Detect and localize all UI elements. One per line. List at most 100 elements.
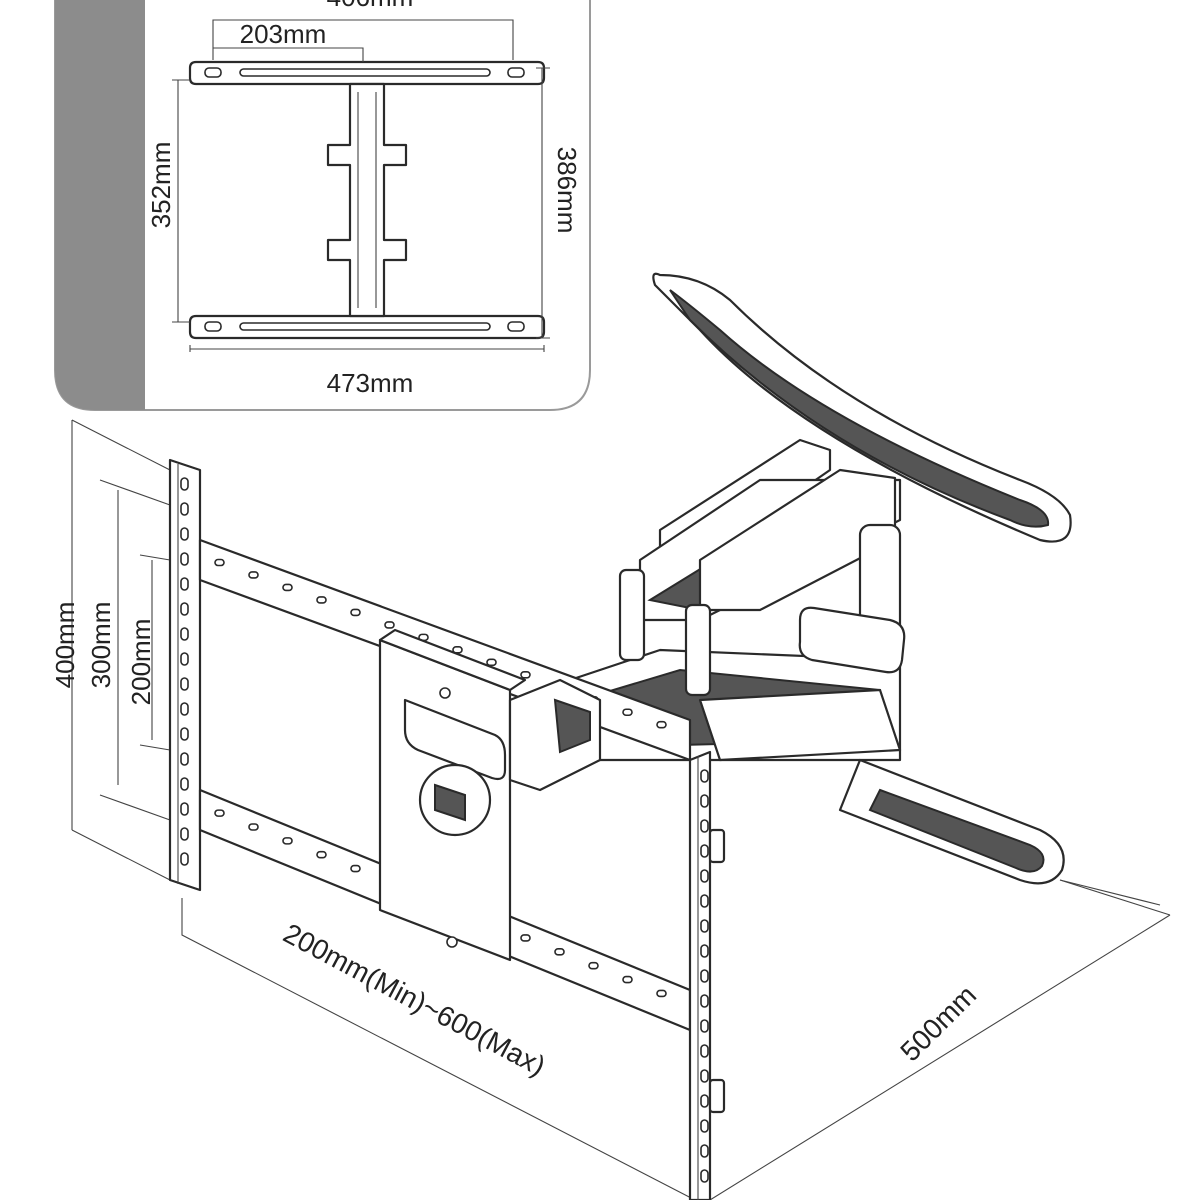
mounting-hole: [248, 571, 259, 579]
dim-203-label: 203mm: [240, 19, 327, 49]
wall-plate-inset: 406mm 203mm 352mm 386mm 473mm: [54, 0, 591, 411]
dim-line-depth: [709, 879, 1171, 1200]
slot: [507, 67, 525, 78]
mounting-hole: [350, 864, 361, 873]
mounting-hole: [656, 989, 667, 998]
dim-406-label: 406mm: [327, 0, 414, 12]
mounting-hole: [700, 869, 709, 883]
center-plate: [378, 628, 527, 962]
mounting-hole: [700, 1069, 709, 1083]
swing-arms: [538, 438, 1065, 885]
mounting-hole: [700, 1019, 709, 1033]
mounting-hole: [214, 809, 225, 817]
right-rail-body: [688, 750, 712, 1200]
mounting-hole: [180, 777, 189, 791]
mounting-hole: [700, 1044, 709, 1058]
dim-400-label: 400mm: [50, 602, 80, 689]
left-rail-body: [168, 458, 202, 892]
slot: [239, 68, 491, 77]
mounting-hole: [700, 819, 709, 833]
dim-line-width: [181, 898, 696, 1200]
center-plate-top: [378, 628, 527, 692]
lower-pad-shadow: [868, 788, 1045, 873]
dim-line-200: [139, 554, 171, 751]
mounting-hole: [700, 1144, 709, 1158]
mounting-hole: [700, 919, 709, 933]
mounting-hole: [180, 627, 189, 641]
mounting-hole: [180, 527, 189, 541]
dim-line-386: [536, 67, 550, 339]
mounting-hole: [248, 823, 259, 831]
mounting-hole: [180, 727, 189, 741]
lower-arm-front: [698, 688, 902, 762]
wall-band: [55, 0, 145, 410]
mounting-hole: [700, 794, 709, 808]
mount-perspective: 400mm 300mm 200mm 200mm(Min)~600(Max) 50…: [50, 272, 1171, 1200]
mounting-hole: [180, 552, 189, 566]
mounting-hole: [700, 1169, 709, 1183]
mounting-hole: [700, 944, 709, 958]
mounting-hole: [180, 602, 189, 616]
arm-connector-shadow: [553, 698, 591, 754]
dim-line-406: [212, 19, 514, 60]
mounting-hole: [486, 658, 497, 667]
dim-352-label: 352mm: [146, 142, 176, 229]
mounting-hole: [554, 948, 565, 956]
left-vertical-rail: [168, 458, 202, 892]
mounting-hole: [180, 502, 189, 516]
dim-300-label: 300mm: [86, 602, 116, 689]
mounting-hole: [520, 934, 531, 942]
mounting-hole: [588, 961, 599, 970]
mounting-hole: [180, 477, 189, 491]
mounting-hole: [180, 802, 189, 816]
mounting-hole: [350, 608, 361, 617]
dim-guide-depth: [1059, 879, 1161, 906]
dim-depth-label: 500mm: [894, 979, 982, 1067]
mounting-hole: [622, 975, 633, 984]
mounting-hole: [180, 677, 189, 691]
center-plate-window: [403, 698, 507, 781]
mounting-hole: [700, 769, 709, 783]
right-vertical-rail: [688, 750, 726, 1200]
dim-line-352: [172, 79, 190, 323]
pivot-post-left: [618, 568, 646, 662]
tilt-tube: [798, 606, 906, 674]
mounting-hole: [622, 708, 633, 717]
mounting-hole: [700, 1119, 709, 1133]
mounting-hole: [282, 583, 293, 592]
pivot-lock: [434, 783, 466, 822]
wall-plate-pad: [652, 272, 1072, 543]
dim-line-203: [213, 47, 364, 62]
wall-pad-outer: [652, 272, 1072, 543]
slot: [239, 322, 491, 331]
dim-473-label: 473mm: [327, 368, 414, 398]
dim-guide-400: [71, 419, 171, 881]
mounting-hole: [700, 844, 709, 858]
mounting-hole: [700, 994, 709, 1008]
mounting-hole: [180, 827, 189, 841]
mounting-hole: [384, 621, 395, 629]
slot: [507, 321, 525, 332]
mounting-hole: [282, 837, 293, 845]
dim-line-473: [189, 345, 545, 352]
mounting-hole: [700, 894, 709, 908]
mounting-hole: [316, 596, 327, 604]
mounting-hole: [180, 702, 189, 716]
mounting-hole: [700, 969, 709, 983]
mounting-hole: [180, 577, 189, 591]
mounting-hole: [316, 850, 327, 859]
safety-clip: [708, 828, 726, 864]
screw-hole: [446, 936, 458, 948]
spine-groove: [357, 92, 377, 308]
slot: [204, 67, 222, 78]
mounting-hole: [520, 671, 531, 679]
mounting-hole: [180, 652, 189, 666]
mounting-hole: [700, 1094, 709, 1108]
mounting-hole: [656, 720, 667, 729]
dim-line-300: [99, 479, 171, 821]
dim-200-label: 200mm: [126, 619, 156, 706]
vertical-spine: [326, 82, 408, 318]
mounting-hole: [180, 752, 189, 766]
mounting-hole: [452, 646, 463, 654]
